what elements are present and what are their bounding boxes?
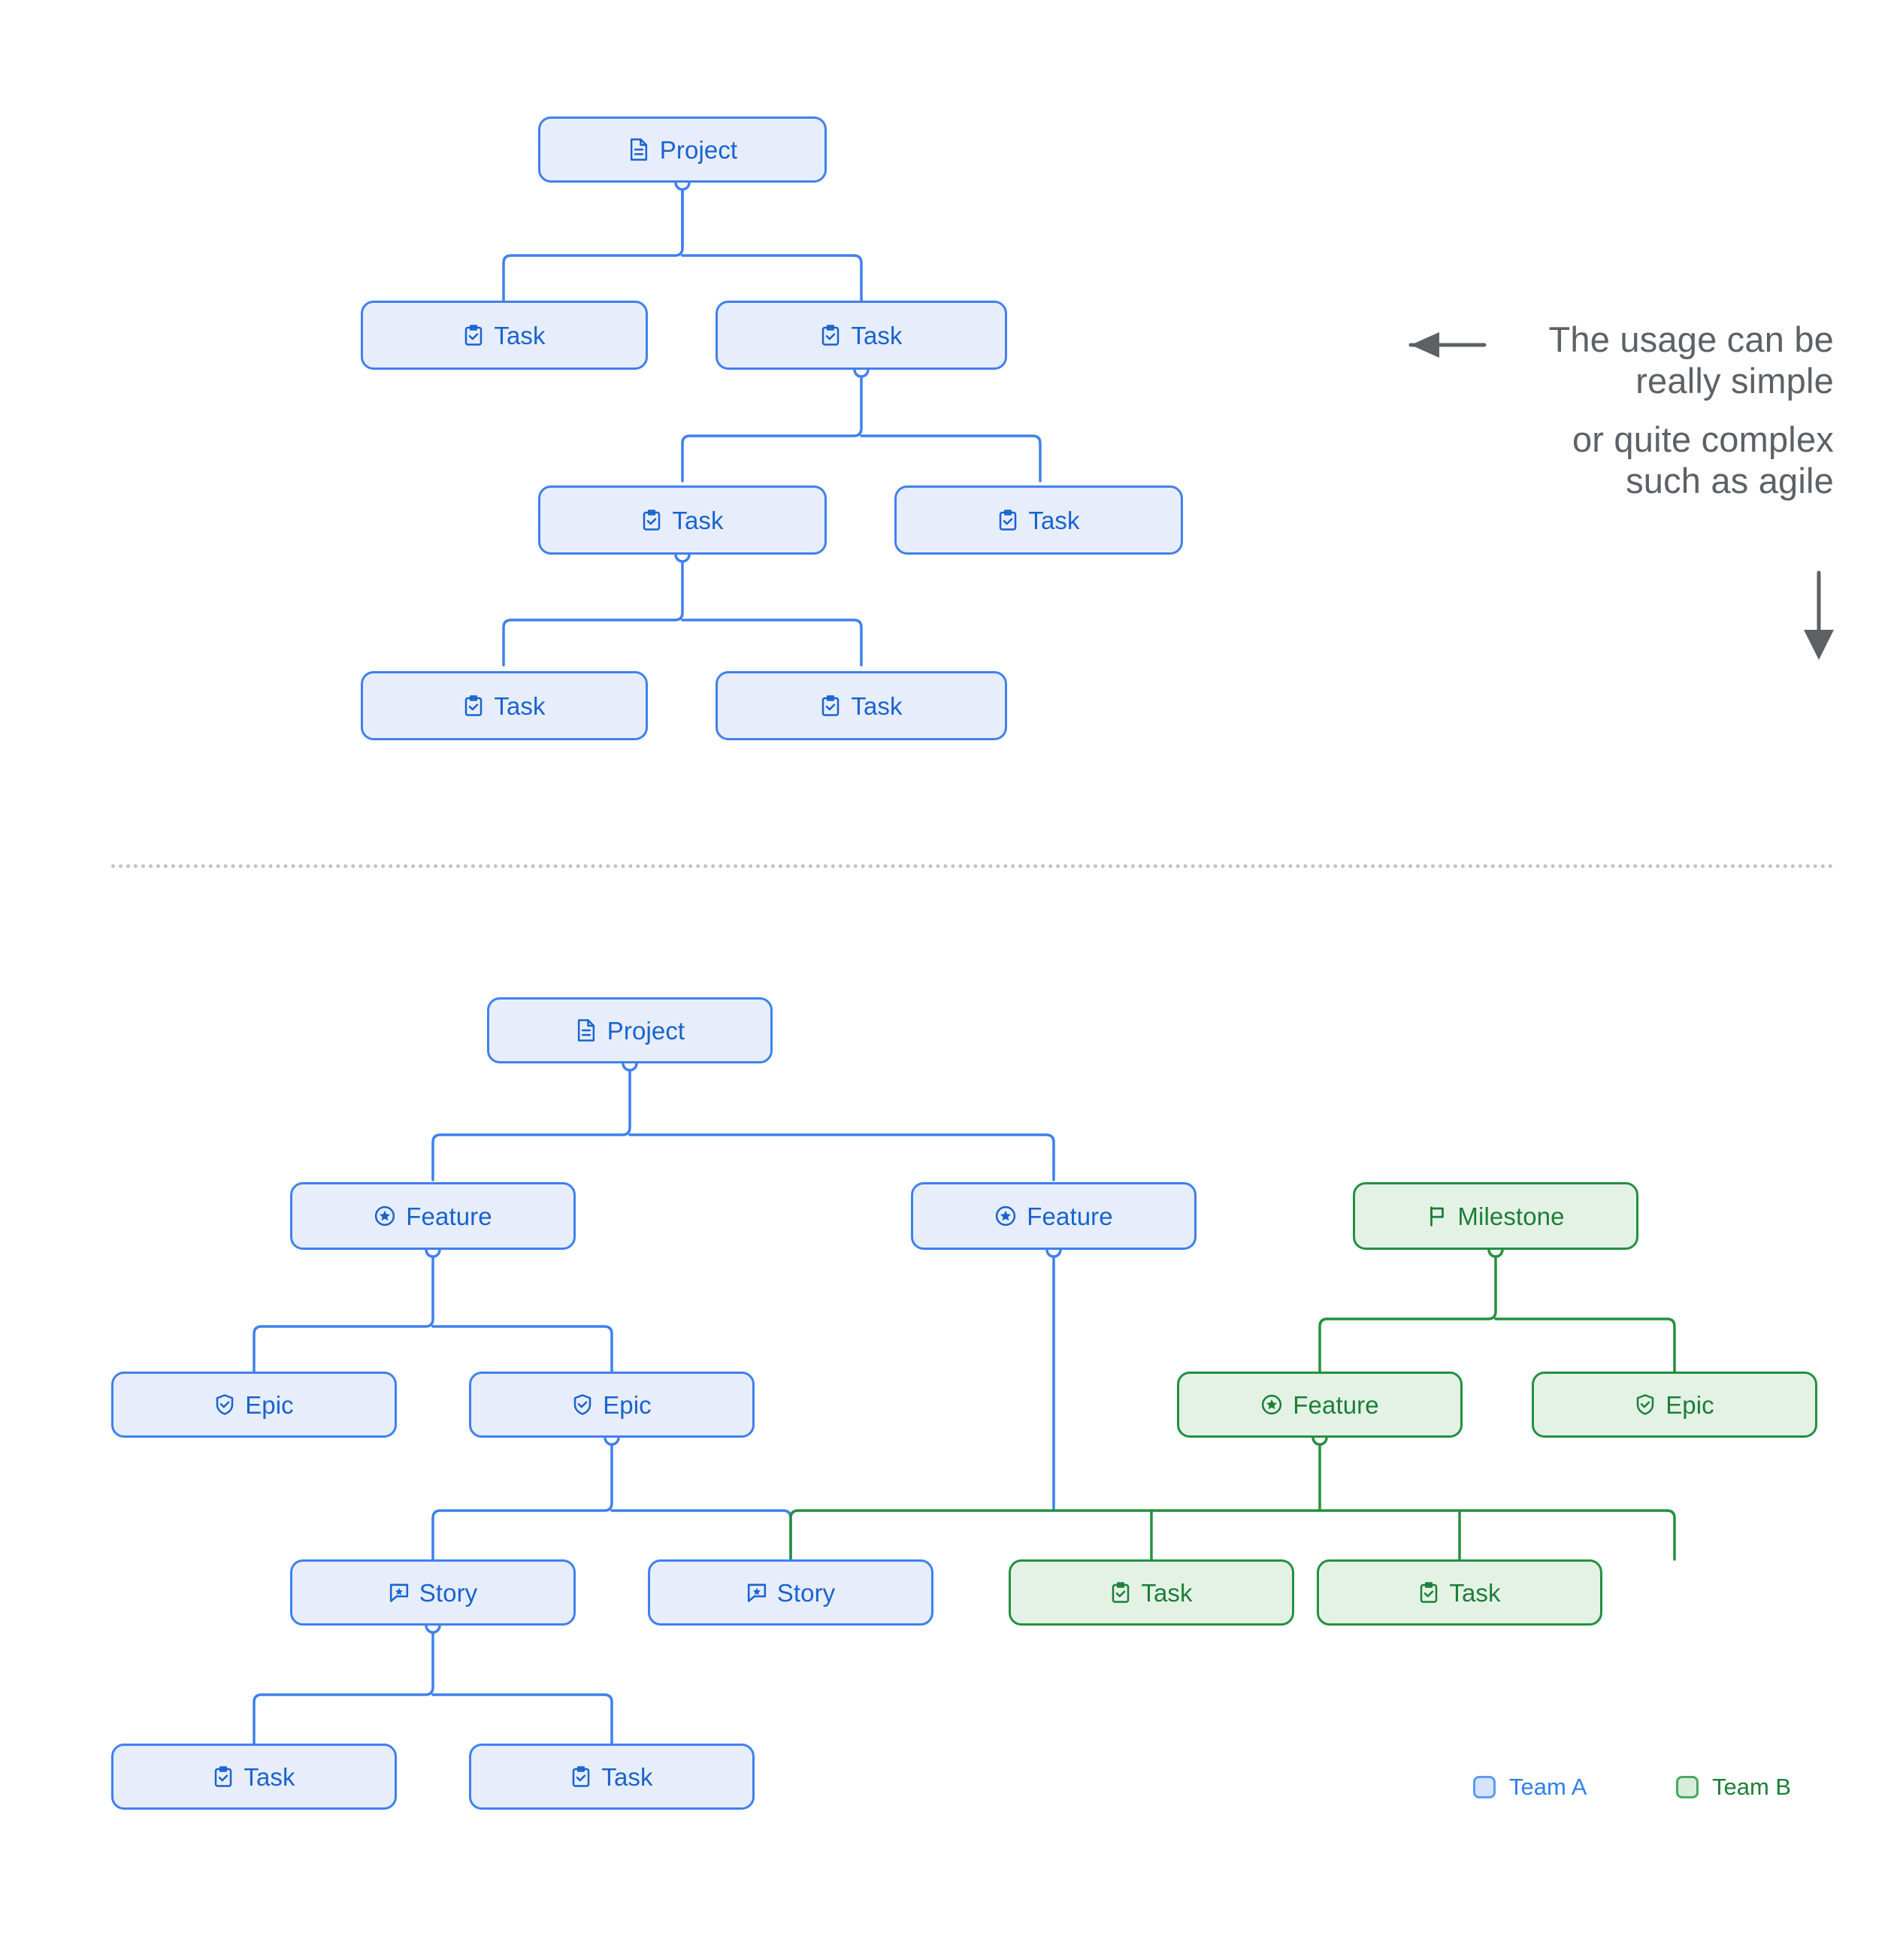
node-label: Story <box>776 1578 836 1607</box>
node-label: Task <box>244 1762 295 1791</box>
legend-label: Team B <box>1712 1774 1792 1800</box>
arrow-down-icon <box>1804 570 1834 660</box>
annotation-line-1: The usage can be <box>1548 319 1834 359</box>
legend-item-team-a[interactable]: Team A <box>1473 1774 1676 1801</box>
node-task[interactable]: Task <box>361 301 648 370</box>
node-story[interactable]: Story <box>290 1559 576 1626</box>
node-task[interactable]: Task <box>716 671 1007 740</box>
shield-check-icon <box>572 1393 593 1416</box>
shield-check-icon <box>214 1393 235 1416</box>
clipboard-check-icon <box>1418 1581 1439 1604</box>
clipboard-check-icon <box>463 324 484 346</box>
clipboard-check-icon <box>570 1765 591 1788</box>
node-label: Task <box>1141 1578 1193 1607</box>
node-task[interactable]: Task <box>1009 1559 1294 1626</box>
node-story[interactable]: Story <box>648 1559 933 1626</box>
node-task[interactable]: Task <box>1317 1559 1602 1626</box>
node-label: Feature <box>1027 1202 1113 1230</box>
node-label: Feature <box>1293 1390 1379 1419</box>
star-circle-icon <box>994 1205 1017 1227</box>
clipboard-check-icon <box>997 509 1018 531</box>
node-label: Epic <box>245 1390 294 1419</box>
node-label: Task <box>494 321 546 349</box>
clipboard-check-icon <box>1110 1581 1131 1604</box>
node-feature[interactable]: Feature <box>1177 1372 1463 1438</box>
legend-swatch-icon <box>1473 1776 1496 1798</box>
annotation-line-2: really simple <box>1635 361 1834 401</box>
star-circle-icon <box>374 1205 396 1227</box>
node-task[interactable]: Task <box>716 301 1007 370</box>
section-divider <box>111 864 1834 868</box>
node-label: Project <box>607 1016 685 1045</box>
clipboard-check-icon <box>213 1765 234 1788</box>
annotation-line-3: or quite complex <box>1572 419 1834 459</box>
node-label: Feature <box>406 1202 492 1230</box>
node-label: Task <box>1449 1578 1501 1607</box>
legend: Team A Team B <box>1473 1774 1791 1801</box>
legend-label: Team A <box>1509 1774 1587 1800</box>
node-task[interactable]: Task <box>538 485 827 555</box>
node-label: Task <box>851 691 903 720</box>
star-circle-icon <box>1260 1393 1283 1416</box>
clipboard-check-icon <box>641 509 662 531</box>
clipboard-check-icon <box>820 324 841 346</box>
node-epic[interactable]: Epic <box>469 1372 755 1438</box>
node-label: Task <box>672 506 724 534</box>
node-label: Task <box>851 321 903 349</box>
annotation-text: The usage can be really simple or quite … <box>1473 319 1834 502</box>
clipboard-check-icon <box>820 694 841 717</box>
node-task[interactable]: Task <box>361 671 648 740</box>
node-label: Project <box>659 135 738 164</box>
node-task[interactable]: Task <box>111 1744 397 1810</box>
node-project[interactable]: Project <box>538 116 827 183</box>
shield-check-icon <box>1635 1393 1656 1416</box>
document-icon <box>575 1018 598 1042</box>
node-task[interactable]: Task <box>894 485 1183 555</box>
node-label: Task <box>494 691 546 720</box>
document-icon <box>628 138 650 162</box>
legend-swatch-icon <box>1676 1776 1699 1798</box>
node-epic[interactable]: Epic <box>1532 1372 1817 1438</box>
node-label: Epic <box>603 1390 652 1419</box>
node-feature[interactable]: Feature <box>911 1182 1197 1250</box>
node-epic[interactable]: Epic <box>111 1372 397 1438</box>
simple-diagram-wires <box>502 181 1042 667</box>
legend-item-team-b[interactable]: Team B <box>1676 1774 1791 1801</box>
comment-star-icon <box>389 1582 410 1603</box>
comment-star-icon <box>746 1582 767 1603</box>
node-label: Task <box>1028 506 1080 534</box>
node-label: Task <box>601 1762 653 1791</box>
node-project[interactable]: Project <box>487 997 773 1063</box>
node-label: Story <box>419 1578 478 1607</box>
node-feature[interactable]: Feature <box>290 1182 576 1250</box>
clipboard-check-icon <box>463 694 484 717</box>
node-label: Milestone <box>1457 1202 1565 1230</box>
node-milestone[interactable]: Milestone <box>1353 1182 1638 1250</box>
annotation-line-4: such as agile <box>1626 461 1834 501</box>
node-task[interactable]: Task <box>469 1744 755 1810</box>
node-label: Epic <box>1666 1390 1714 1419</box>
flag-icon <box>1426 1205 1448 1227</box>
